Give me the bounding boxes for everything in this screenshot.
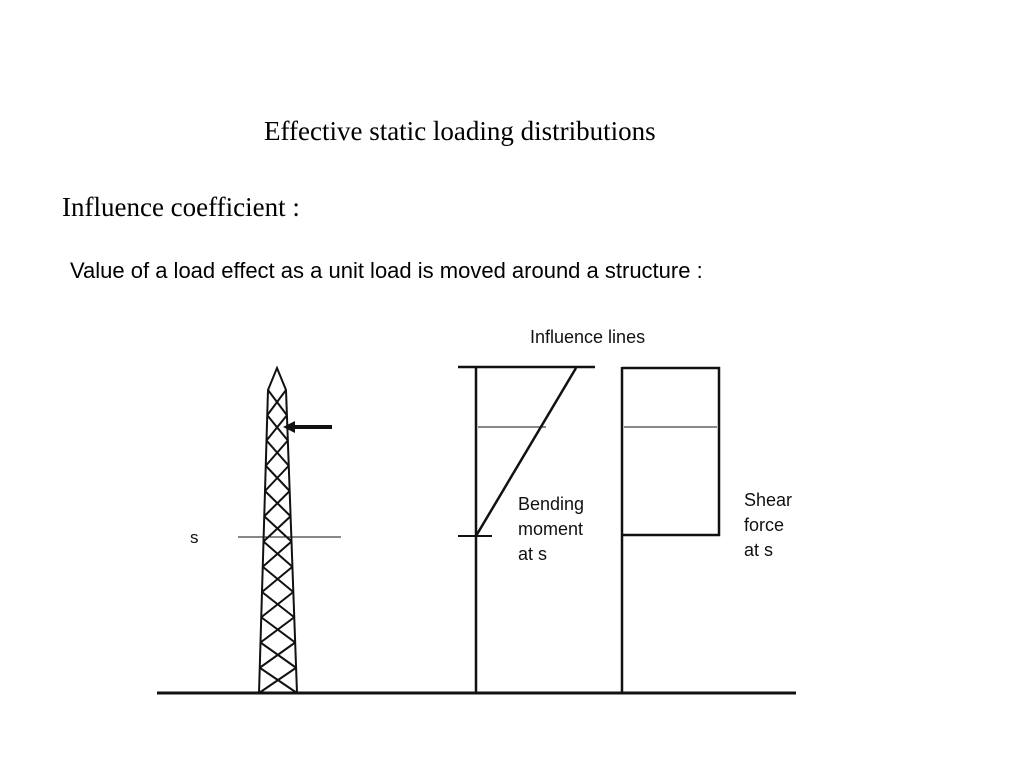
description: Value of a load effect as a unit load is… (70, 258, 703, 283)
lattice-tower (258, 365, 298, 694)
bending-moment-label: Bending moment at s (518, 494, 589, 564)
slide-title: Effective static loading distributions (264, 116, 656, 146)
load-arrow (283, 421, 332, 433)
subtitle: Influence coefficient : (62, 192, 300, 222)
influence-lines-heading: Influence lines (530, 327, 645, 347)
shear-force-label: Shear force at s (744, 490, 797, 560)
bending-moment-influence-line (458, 365, 595, 693)
section-label: s (190, 528, 199, 547)
shear-force-influence-line (620, 366, 721, 693)
